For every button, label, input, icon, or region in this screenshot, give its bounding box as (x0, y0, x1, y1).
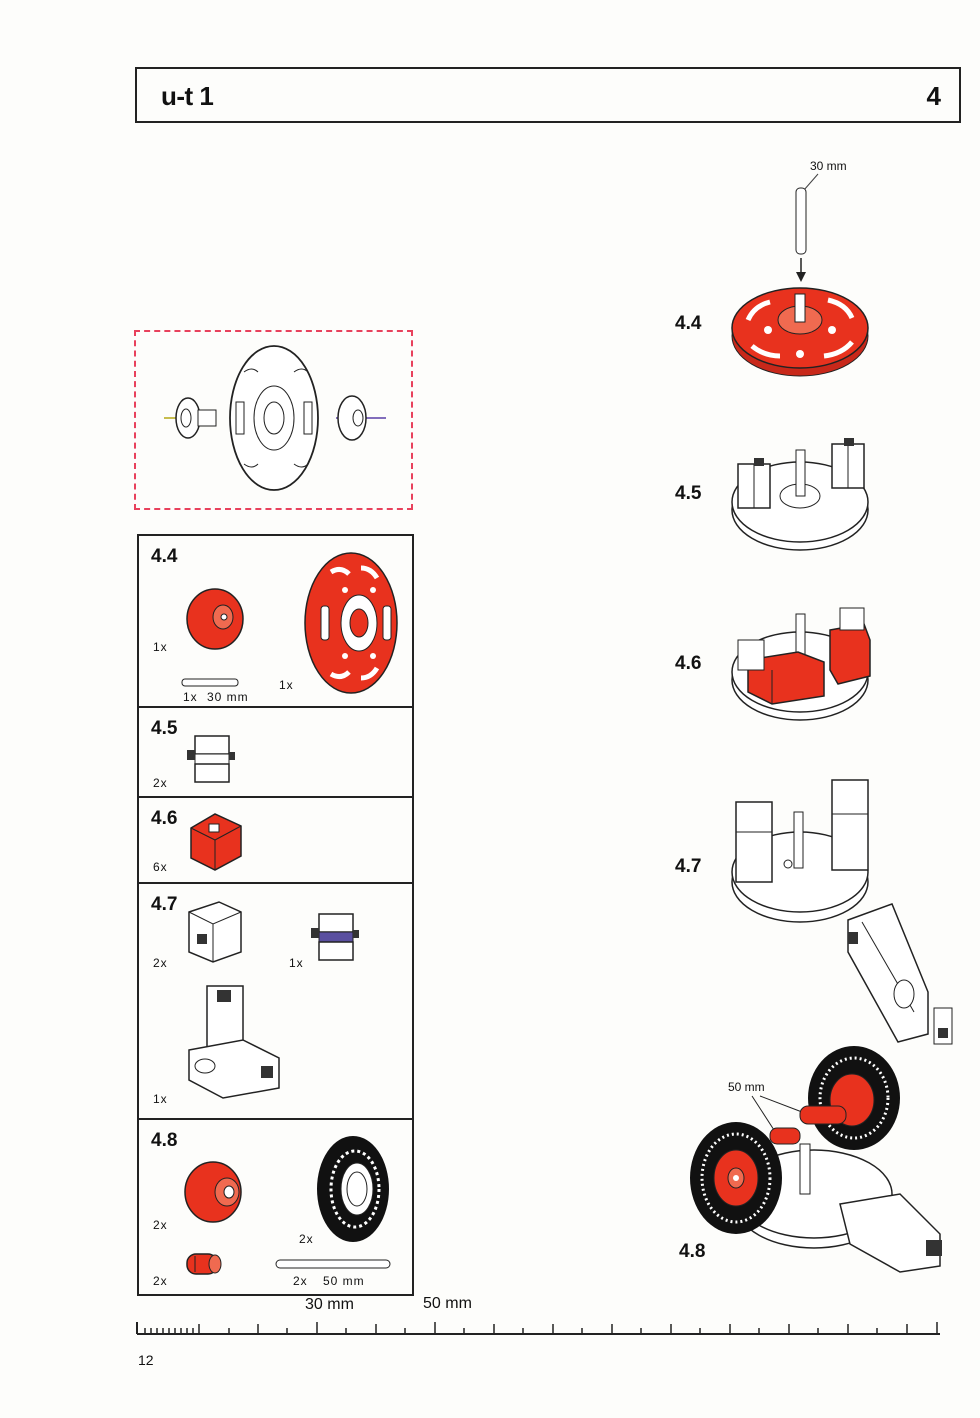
axle-length-label: 30 mm (207, 690, 249, 704)
section-header: u-t 1 4 (135, 67, 961, 123)
hub-nut-icon (186, 588, 244, 650)
parts-section-label: 4.5 (151, 718, 178, 739)
axle-icon (275, 1259, 391, 1269)
axle-icon (181, 678, 239, 687)
assembly-4-5-drawing (731, 438, 869, 551)
assembly-4-6-drawing (731, 607, 871, 721)
step-label-4-7: 4.7 (675, 856, 702, 877)
parts-section-4-8: 4.8 2x 2x 2x 2x 50 mm (139, 1118, 412, 1294)
step-label-4-5: 4.5 (675, 483, 702, 504)
part-quantity: 1x (153, 640, 168, 654)
ruler-label-30mm: 30 mm (305, 1296, 354, 1313)
section-number: 4 (926, 81, 941, 111)
part-quantity: 2x (299, 1232, 314, 1246)
parts-list: 4.4 1x 1x 30 mm 1x 4.5 (137, 534, 414, 1296)
part-quantity: 1x (289, 956, 304, 970)
axle-annotation: 30 mm (810, 159, 847, 173)
step-label-4-4: 4.4 (675, 313, 702, 334)
parts-section-label: 4.7 (151, 894, 178, 915)
ruler-label-50mm: 50 mm (423, 1295, 472, 1312)
red-hub-nut-icon (184, 1161, 242, 1223)
assembly-4-4-drawing (731, 173, 869, 377)
part-quantity: 2x (153, 776, 168, 790)
measuring-ruler (136, 1322, 940, 1335)
building-block-15-icon (311, 913, 359, 961)
parts-section-4-7: 4.7 2x 1x 1x (139, 882, 412, 1118)
building-block-15-icon (187, 735, 235, 783)
parts-section-label: 4.8 (151, 1130, 178, 1151)
parts-section-4-6: 4.6 6x (139, 796, 412, 882)
part-quantity: 1x (153, 1092, 168, 1106)
part-quantity: 1x (183, 690, 198, 704)
exploded-hub-view (134, 330, 413, 510)
part-quantity: 2x (153, 956, 168, 970)
assembly-4-8-drawing (690, 1046, 942, 1273)
red-hub-disc-icon (304, 552, 398, 694)
step-label-4-6: 4.6 (675, 653, 702, 674)
parts-section-4-4: 4.4 1x 1x 30 mm 1x (139, 536, 412, 706)
part-quantity: 6x (153, 860, 168, 874)
parts-section-label: 4.4 (151, 546, 178, 567)
angle-joint-block-icon (188, 985, 280, 1099)
red-clip-icon (186, 1253, 222, 1275)
part-quantity: 2x (153, 1274, 168, 1288)
part-quantity: 2x (153, 1218, 168, 1232)
page-number: 12 (138, 1352, 154, 1368)
building-block-30-icon (188, 901, 242, 963)
parts-section-4-5: 4.5 2x (139, 706, 412, 796)
step-label-4-8: 4.8 (679, 1241, 706, 1262)
red-wedge-block-icon (190, 813, 242, 871)
axle-annotation: 50 mm (728, 1080, 765, 1094)
model-title: u-t 1 (161, 81, 214, 111)
part-quantity: 2x (293, 1274, 308, 1288)
part-quantity: 1x (279, 678, 294, 692)
assembly-4-7-drawing (731, 779, 953, 1045)
parts-section-label: 4.6 (151, 808, 178, 829)
tire-icon (317, 1136, 389, 1242)
exploded-hub-drawing (164, 345, 386, 491)
axle-length-label: 50 mm (323, 1274, 365, 1288)
